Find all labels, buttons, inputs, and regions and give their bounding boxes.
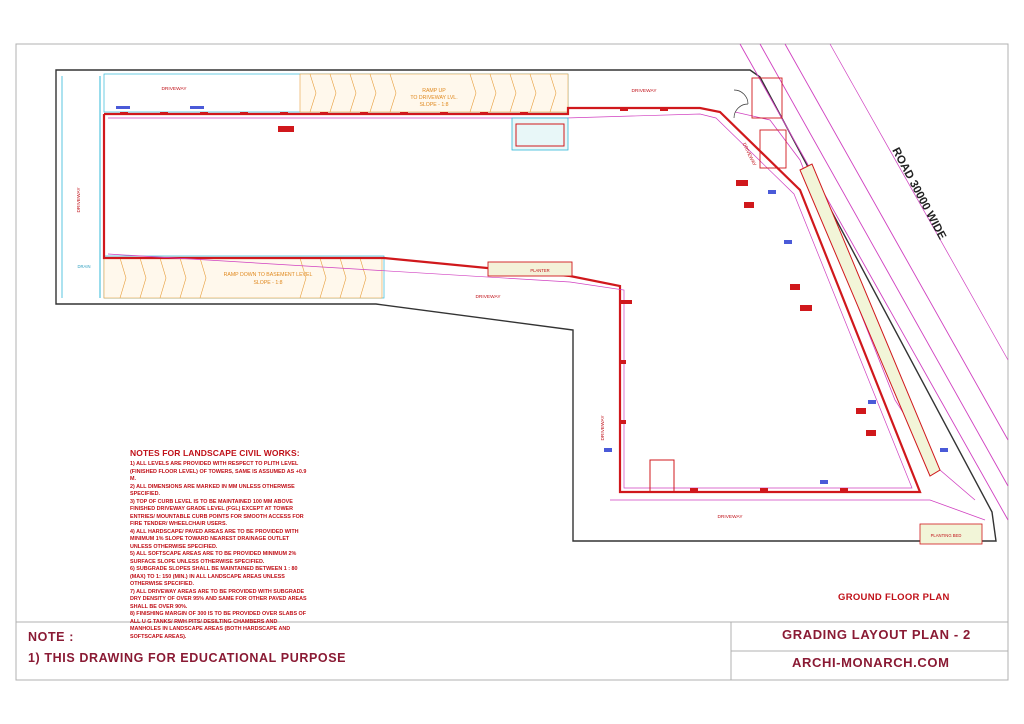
ramp-down-label-2: SLOPE - 1:8 [253, 280, 282, 286]
drawing-title: GRADING LAYOUT PLAN - 2 [782, 627, 971, 642]
ramp-up-label-2: TO DRIVEWAY LVL. [410, 95, 457, 101]
planting-bed-box [919, 523, 983, 545]
plan-title: GROUND FLOOR PLAN [838, 592, 950, 603]
driveway-label-vertical: DRIVEWAY [600, 415, 606, 441]
gate-swing [733, 89, 749, 119]
landscape-notes: NOTES FOR LANDSCAPE CIVIL WORKS: 1) ALL … [130, 448, 308, 641]
road-edge-2 [759, 43, 1009, 487]
ramp-up-hatch [299, 73, 569, 113]
level-markers [120, 108, 876, 492]
service-block-2 [515, 123, 565, 147]
ramp-down-hatch [103, 257, 383, 299]
note-item-5: 5) ALL SOFTSCAPE AREAS ARE TO BE PROVIDE… [130, 551, 297, 565]
stair-block [649, 459, 675, 493]
ramp-up-label-1: RAMP UP [422, 88, 446, 94]
service-block [511, 117, 569, 151]
dimension-tags [116, 106, 948, 484]
website-label: ARCHI-MONARCH.COM [792, 655, 950, 670]
planter-label: PLANTER [530, 268, 549, 273]
site-boundary [55, 69, 997, 542]
driveway-label-bottom: DRIVEWAY [717, 514, 743, 520]
building-wall [102, 106, 922, 494]
planting-bed-label: PLANTING BED [931, 533, 962, 538]
planter-box [487, 261, 573, 277]
curb-line [107, 113, 913, 489]
note-item-4: 4) ALL HARDSCAPE/ PAVED AREAS ARE TO BE … [130, 528, 299, 550]
note-item-7: 7) ALL DRIVEWAY AREAS ARE TO BE PROVIDED… [130, 588, 307, 610]
gate-block [751, 77, 783, 119]
note-item-2: 2) ALL DIMENSIONS ARE MARKED IN MM UNLES… [130, 483, 295, 498]
planter-strip [799, 163, 941, 477]
road-edge-4 [829, 43, 1009, 361]
road-label: ROAD 30000 WIDE [889, 146, 948, 242]
sheet-border [15, 43, 1009, 681]
notes-heading: NOTES FOR LANDSCAPE CIVIL WORKS: [130, 448, 300, 458]
note-item-6: 6) SUBGRADE SLOPES SHALL BE MAINTAINED B… [130, 566, 298, 587]
driveway-label-top: DRIVEWAY [161, 86, 187, 92]
driveway-label-top-right: DRIVEWAY [631, 88, 657, 94]
drain-label: DRAIN [77, 264, 90, 269]
note-item-8: 8) FINISHING MARGIN OF 300 IS TO BE PROV… [130, 611, 307, 640]
note-line: 1) THIS DRAWING FOR EDUCATIONAL PURPOSE [28, 651, 347, 665]
note-heading: NOTE : [28, 630, 74, 644]
road-edge-1 [739, 43, 1009, 521]
driveway-edge [610, 499, 986, 521]
road-edge-3 [784, 43, 1009, 441]
note-item-1: 1) ALL LEVELS ARE PROVIDED WITH RESPECT … [130, 461, 307, 482]
gate-block-2 [759, 129, 787, 169]
driveway-label-left: DRIVEWAY [76, 187, 82, 213]
ramp-down-label-1: RAMP DOWN TO BASEMENT LEVEL [224, 272, 313, 278]
driveway-edge-right [734, 111, 976, 501]
note-item-3: 3) TOP OF CURB LEVEL IS TO BE MAINTAINED… [130, 498, 304, 528]
driveway-label-center: DRIVEWAY [475, 294, 501, 300]
ramp-up-label-3: SLOPE - 1:8 [419, 102, 448, 108]
